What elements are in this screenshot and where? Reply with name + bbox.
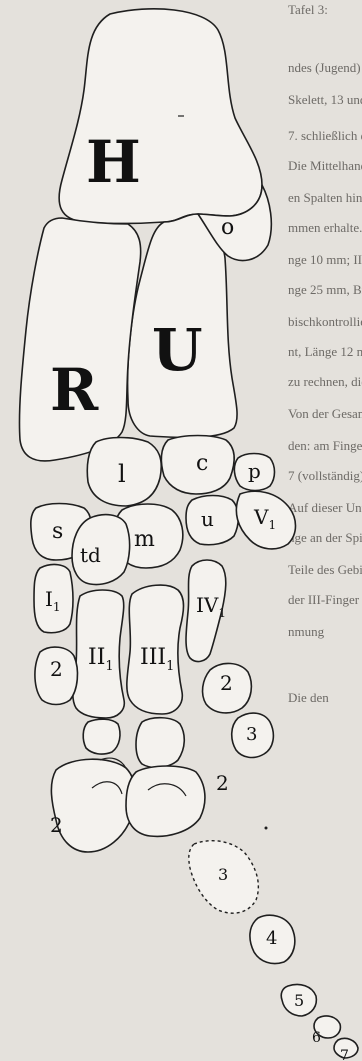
label-n3-digit3: 3 — [218, 865, 228, 884]
bone-d3-phalanx-2 — [126, 766, 205, 836]
label-n2-digit4: 2 — [220, 671, 233, 695]
label-o: o — [221, 215, 234, 240]
label-n3-digit4: 3 — [246, 724, 257, 745]
label-H: H — [86, 128, 141, 196]
label-p: p — [248, 459, 261, 483]
bone-radius — [19, 218, 140, 461]
label-n6: 6 — [312, 1030, 321, 1046]
label-n2-digit3: 2 — [216, 771, 229, 795]
label-c: c — [196, 451, 208, 476]
label-U: U — [152, 316, 203, 384]
label-l: l — [118, 460, 126, 488]
bone-d2-phalanx — [51, 759, 135, 852]
label-td: td — [80, 543, 101, 567]
ink-dot — [265, 827, 268, 830]
label-u: u — [201, 507, 214, 531]
label-n2-digit2: 2 — [50, 813, 63, 837]
bone-d2-phalanx-tip — [83, 719, 120, 754]
bone-d3-phalanx-1 — [136, 718, 184, 768]
label-n4: 4 — [266, 928, 277, 949]
label-s: s — [52, 519, 63, 544]
label-n5: 5 — [294, 991, 304, 1010]
label-R: R — [50, 356, 99, 424]
bone-I1 — [34, 565, 73, 633]
label-n7: 7 — [340, 1048, 349, 1061]
label-n2-digit1: 2 — [50, 657, 63, 681]
label-m: m — [134, 527, 155, 552]
